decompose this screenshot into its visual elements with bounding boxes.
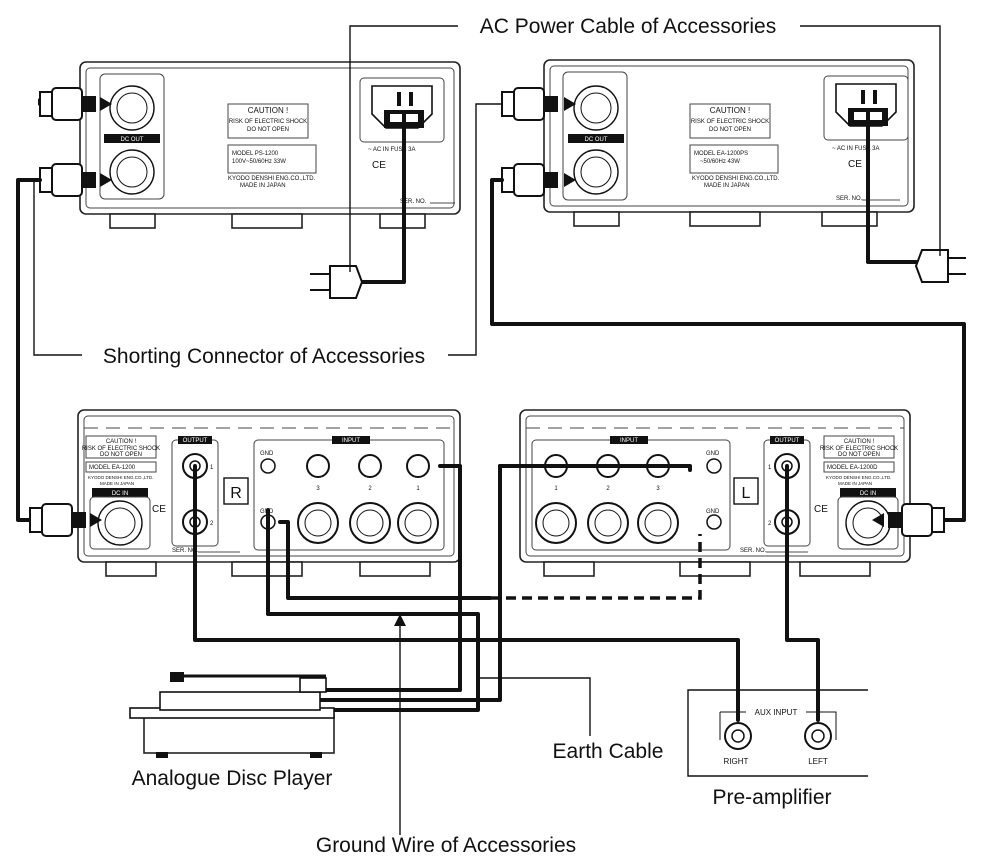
maker-line-2: MADE IN JAPAN bbox=[704, 183, 750, 189]
dc-in-label: DC IN bbox=[112, 491, 128, 497]
model-label: MODEL EA-1200D bbox=[827, 465, 878, 471]
input-3-label: 3 bbox=[656, 486, 660, 492]
input-1-label: 1 bbox=[554, 486, 558, 492]
model-label: MODEL EA-1200 bbox=[89, 465, 136, 471]
ce-mark: CE bbox=[814, 504, 828, 515]
analogue-disc-player-label: Analogue Disc Player bbox=[132, 767, 333, 790]
model-label: MODEL PS-1200 bbox=[232, 151, 279, 157]
earth-cable-label: Earth Cable bbox=[553, 740, 664, 763]
ac-power-cable-left bbox=[310, 110, 406, 299]
dc-out-label: DC OUT bbox=[585, 137, 608, 143]
maker-line-1: KYODO DENSHI ENG.CO.,LTD. bbox=[692, 176, 780, 182]
leader-shorting-left bbox=[33, 180, 82, 356]
aux-input-label: AUX INPUT bbox=[755, 708, 798, 717]
ac-power-cable-label: AC Power Cable of Accessories bbox=[480, 15, 776, 38]
dc-cable-right bbox=[490, 87, 966, 537]
channel-l-badge bbox=[733, 477, 759, 505]
ce-mark: CE bbox=[848, 159, 862, 170]
channel-label: R bbox=[230, 485, 242, 502]
power-supply-right: DC OUT CAUTION ! RISK OF ELECTRIC SHOCK … bbox=[543, 59, 915, 227]
rating-label: 100V~50/60Hz 33W bbox=[232, 159, 286, 165]
channel-label: L bbox=[742, 485, 751, 502]
caution-line-2: DO NOT OPEN bbox=[247, 127, 289, 133]
maker-line-1: KYODO DENSHI ENG.CO.,LTD. bbox=[826, 475, 891, 480]
output-2-label: 2 bbox=[210, 521, 214, 527]
output-1-label: 1 bbox=[210, 465, 214, 471]
analogue-disc-player bbox=[129, 672, 335, 758]
dc-in-label: DC IN bbox=[860, 491, 876, 497]
caution-title: CAUTION ! bbox=[248, 106, 288, 115]
leader-ac-right bbox=[800, 25, 941, 256]
ac-in-label: ~ AC IN FUSE 3A bbox=[368, 147, 416, 153]
output-1-label: 1 bbox=[768, 465, 772, 471]
channel-r-badge bbox=[223, 477, 249, 505]
caution-line-1: RISK OF ELECTRIC SHOCK bbox=[229, 119, 307, 125]
caution-line-1: RISK OF ELECTRIC SHOCK bbox=[691, 119, 769, 125]
caution-line-2: DO NOT OPEN bbox=[709, 127, 751, 133]
input-label: INPUT bbox=[620, 438, 638, 444]
maker-line-1: KYODO DENSHI ENG.CO.,LTD. bbox=[228, 176, 316, 182]
left-jack-label: LEFT bbox=[808, 757, 828, 766]
rating-label: ~50/60Hz 43W bbox=[700, 159, 740, 165]
input-1-label: 1 bbox=[416, 486, 420, 492]
dc-out-label: DC OUT bbox=[121, 137, 144, 143]
caution-title: CAUTION ! bbox=[106, 439, 137, 445]
output-label: OUTPUT bbox=[775, 438, 800, 444]
ce-mark: CE bbox=[152, 504, 166, 515]
gnd-top-label: GND bbox=[260, 451, 274, 457]
amplifier-r: CAUTION ! RISK OF ELECTRIC SHOCK DO NOT … bbox=[77, 409, 461, 577]
caution-line-1: RISK OF ELECTRIC SHOCK bbox=[82, 446, 160, 452]
maker-line-2: MADE IN JAPAN bbox=[838, 481, 872, 486]
ser-no-label: SER. NO. bbox=[836, 196, 863, 202]
ser-no-label: SER. NO. bbox=[740, 548, 767, 554]
dc-cable-left bbox=[16, 87, 112, 537]
model-label: MODEL EA-1200PS bbox=[694, 151, 748, 157]
input-2-label: 2 bbox=[606, 486, 610, 492]
ser-no-label: SER. NO. bbox=[400, 199, 427, 205]
caution-line-2: DO NOT OPEN bbox=[100, 452, 142, 458]
pre-amplifier-label: Pre-amplifier bbox=[712, 786, 831, 809]
pre-amplifier: AUX INPUT RIGHT LEFT bbox=[687, 689, 868, 777]
ac-power-cable-right bbox=[866, 110, 966, 283]
output-2-label: 2 bbox=[768, 521, 772, 527]
amplifier-l: INPUT 1 2 3 GND GND L OUTPUT 1 2 SER. NO… bbox=[519, 409, 911, 577]
shorting-connector-label: Shorting Connector of Accessories bbox=[103, 345, 425, 368]
ser-no-label: SER. NO. bbox=[172, 548, 199, 554]
maker-line-2: MADE IN JAPAN bbox=[240, 183, 286, 189]
signal-cables bbox=[193, 464, 820, 722]
ac-in-label: ~ AC IN FUSE 3A bbox=[832, 146, 880, 152]
gnd-bottom-label: GND bbox=[706, 509, 720, 515]
maker-line-2: MADE IN JAPAN bbox=[100, 481, 134, 486]
gnd-top-label: GND bbox=[706, 451, 720, 457]
leader-shorting-right bbox=[448, 103, 502, 356]
input-3-label: 3 bbox=[316, 486, 320, 492]
ce-mark: CE bbox=[372, 160, 386, 171]
ground-wire-label: Ground Wire of Accessories bbox=[316, 834, 576, 857]
right-jack-label: RIGHT bbox=[724, 757, 749, 766]
maker-line-1: KYODO DENSHI ENG.CO.,LTD. bbox=[88, 475, 153, 480]
leader-earth-cable bbox=[478, 677, 591, 736]
caution-title: CAUTION ! bbox=[844, 439, 875, 445]
caution-line-2: DO NOT OPEN bbox=[838, 452, 880, 458]
input-label: INPUT bbox=[342, 438, 360, 444]
leader-ac-left bbox=[349, 25, 458, 272]
caution-title: CAUTION ! bbox=[710, 106, 750, 115]
output-label: OUTPUT bbox=[183, 438, 208, 444]
input-2-label: 2 bbox=[368, 486, 372, 492]
caution-line-1: RISK OF ELECTRIC SHOCK bbox=[820, 446, 898, 452]
